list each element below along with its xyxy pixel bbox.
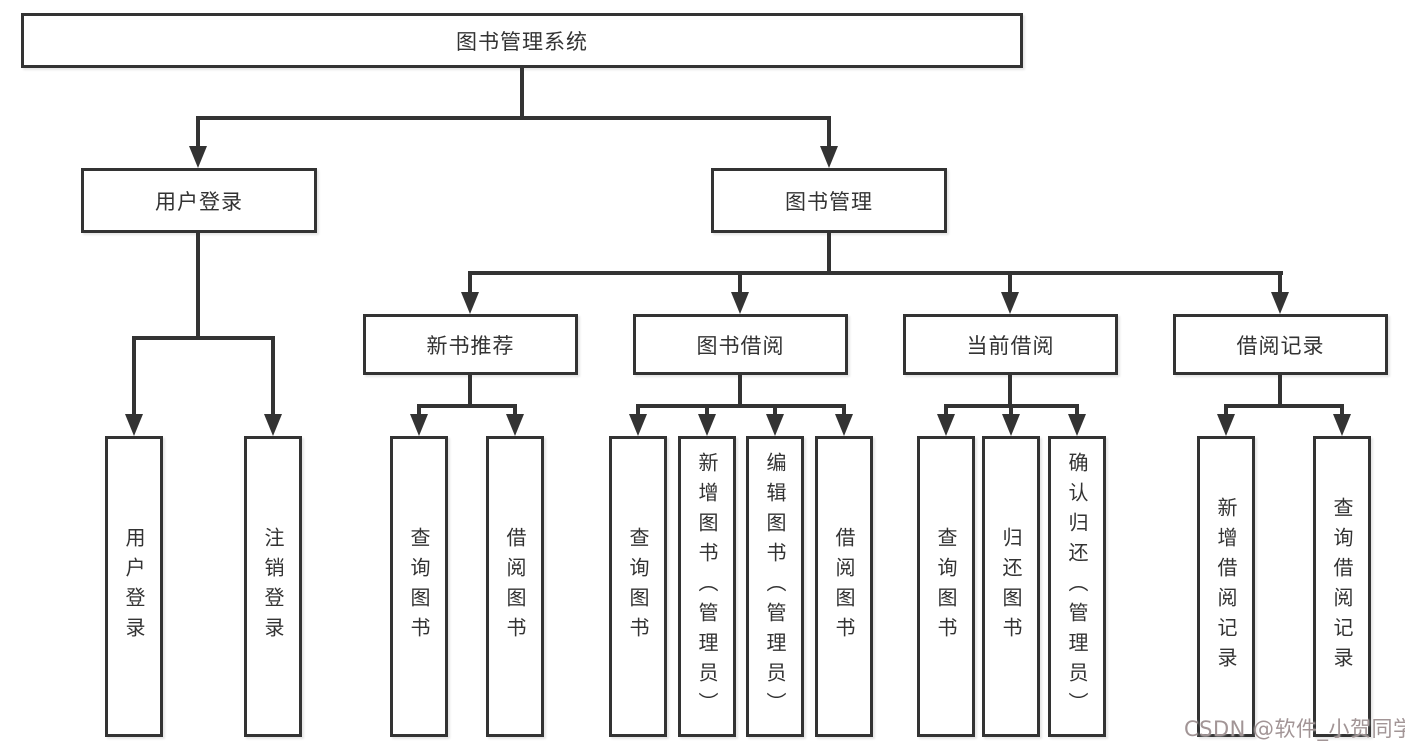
leaf-query-book-recommend: 查询图书 <box>390 436 448 737</box>
leaf-query-book-borrow: 查询图书 <box>609 436 667 737</box>
arrow-down-icon <box>506 414 524 436</box>
connector-group-stem <box>1278 375 1282 408</box>
node-label: 借阅记录 <box>1236 333 1325 358</box>
node-root-system: 图书管理系统 <box>21 13 1023 68</box>
leaf-confirm-return-admin: 确认归还（管理员） <box>1048 436 1106 737</box>
connector-drop-leaf <box>1340 404 1344 418</box>
node-label: 新增借阅记录 <box>1214 496 1238 677</box>
node-label: 归还图书 <box>999 526 1023 647</box>
connector-drop-leaf <box>132 336 136 418</box>
node-label: 确认归还（管理员） <box>1065 451 1089 722</box>
node-label: 查询图书 <box>407 526 431 647</box>
arrow-down-icon <box>461 292 479 314</box>
connector-user-login-split <box>132 336 275 340</box>
arrow-down-icon <box>1001 292 1019 314</box>
leaf-user-login: 用户登录 <box>105 436 163 737</box>
leaf-add-borrow-record: 新增借阅记录 <box>1197 436 1255 737</box>
connector-drop-level2 <box>738 271 742 296</box>
connector-root-split <box>196 116 831 120</box>
node-label: 新书推荐 <box>426 333 515 358</box>
node-label: 图书借阅 <box>696 333 785 358</box>
leaf-logout: 注销登录 <box>244 436 302 737</box>
node-label: 用户登录 <box>122 526 146 647</box>
connector-drop-level2 <box>468 271 472 296</box>
node-label: 借阅图书 <box>832 526 856 647</box>
node-label: 用户登录 <box>155 189 243 214</box>
arrow-down-icon <box>1217 414 1235 436</box>
connector-drop-leaf <box>1075 404 1079 418</box>
connector-drop-leaf <box>513 404 517 418</box>
arrow-down-icon <box>264 414 282 436</box>
node-label: 查询图书 <box>934 526 958 647</box>
arrow-down-icon <box>835 414 853 436</box>
node-borrow-record: 借阅记录 <box>1173 314 1388 375</box>
connector-group-stem <box>1008 375 1012 408</box>
arrow-down-icon <box>629 414 647 436</box>
node-label: 查询借阅记录 <box>1330 496 1354 677</box>
arrow-down-icon <box>731 292 749 314</box>
node-current-borrow: 当前借阅 <box>903 314 1118 375</box>
connector-drop-leaf <box>842 404 846 418</box>
node-label: 借阅图书 <box>503 526 527 647</box>
node-label: 当前借阅 <box>966 333 1055 358</box>
connector-drop-leaf <box>417 404 421 418</box>
arrow-down-icon <box>189 146 207 168</box>
arrow-down-icon <box>820 146 838 168</box>
node-new-book-recommend: 新书推荐 <box>363 314 578 375</box>
connector-drop-leaf <box>271 336 275 418</box>
node-label: 图书管理 <box>785 189 873 214</box>
connector-drop-level2 <box>1008 271 1012 296</box>
csdn-watermark: CSDN @软件_小贺同学 <box>1184 717 1405 741</box>
node-label: 新增图书（管理员） <box>695 451 719 722</box>
arrow-down-icon <box>1068 414 1086 436</box>
connector-drop-book-mgmt <box>827 116 831 150</box>
leaf-add-book-admin: 新增图书（管理员） <box>678 436 736 737</box>
arrow-down-icon <box>766 414 784 436</box>
connector-drop-leaf <box>944 404 948 418</box>
connector-book-mgmt-stem <box>827 233 831 273</box>
arrow-down-icon <box>698 414 716 436</box>
node-label: 查询图书 <box>626 526 650 647</box>
arrow-down-icon <box>1333 414 1351 436</box>
node-label: 注销登录 <box>261 526 285 647</box>
connector-drop-leaf <box>773 404 777 418</box>
connector-drop-level2 <box>1278 271 1282 296</box>
connector-drop-leaf <box>705 404 709 418</box>
leaf-borrow-book: 借阅图书 <box>815 436 873 737</box>
connector-user-login-stem <box>196 233 200 338</box>
arrow-down-icon <box>1002 414 1020 436</box>
leaf-query-borrow-record: 查询借阅记录 <box>1313 436 1371 737</box>
leaf-edit-book-admin: 编辑图书（管理员） <box>746 436 804 737</box>
node-label: 图书管理系统 <box>456 29 588 54</box>
connector-level2-split <box>468 271 1283 275</box>
node-book-borrow: 图书借阅 <box>633 314 848 375</box>
connector-drop-user-login <box>196 116 200 150</box>
arrow-down-icon <box>1271 292 1289 314</box>
connector-drop-leaf <box>636 404 640 418</box>
leaf-query-book-current: 查询图书 <box>917 436 975 737</box>
leaf-return-book: 归还图书 <box>982 436 1040 737</box>
connector-root-stem <box>520 68 524 118</box>
connector-drop-leaf <box>1009 404 1013 418</box>
node-label: 编辑图书（管理员） <box>763 451 787 722</box>
node-user-login: 用户登录 <box>81 168 317 233</box>
connector-group-split <box>1224 404 1344 408</box>
arrow-down-icon <box>125 414 143 436</box>
connector-drop-leaf <box>1224 404 1228 418</box>
node-book-management: 图书管理 <box>711 168 947 233</box>
leaf-borrow-book-recommend: 借阅图书 <box>486 436 544 737</box>
connector-group-split <box>636 404 846 408</box>
arrow-down-icon <box>937 414 955 436</box>
connector-group-stem <box>738 375 742 408</box>
arrow-down-icon <box>410 414 428 436</box>
connector-group-stem <box>468 375 472 408</box>
connector-group-split <box>417 404 517 408</box>
